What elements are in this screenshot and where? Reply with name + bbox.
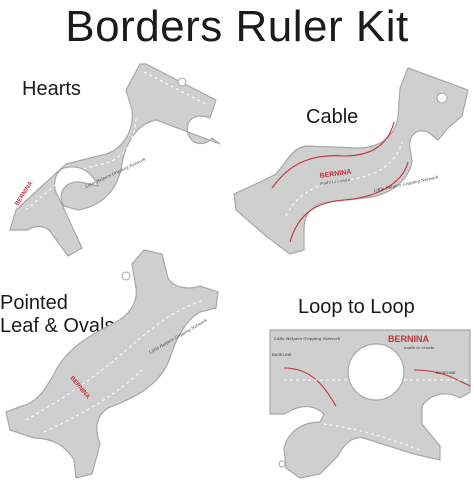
cable-red-line-1 — [271, 121, 395, 189]
hearts-hang-hole — [177, 77, 187, 87]
pointed-leaf-ruler-plate — [5, 249, 219, 479]
loop-to-loop-label: Loop to Loop — [298, 296, 415, 318]
pointed-leaf-guide-dashes — [25, 299, 205, 421]
loop-baseline-label-a: BASELINE — [272, 352, 292, 357]
pointed-leaf-ovals-label: Pointed Leaf & Ovals — [0, 292, 115, 338]
loop-hang-hole — [278, 460, 286, 468]
pointed-leaf-ruler-image: BERNINA Little Helpers Gripping Network — [5, 249, 219, 479]
hearts-ruler-plate — [9, 63, 221, 257]
pointed-label-line2: Leaf & Ovals — [0, 315, 115, 337]
cable-brand: BERNINA — [319, 169, 352, 180]
hearts-guide-dashes — [25, 115, 137, 211]
cable-hang-hole — [436, 92, 448, 104]
cable-guide-dashes — [285, 141, 403, 217]
loop-tagline: made to create — [404, 345, 435, 350]
loop-brand: BERNINA — [388, 334, 430, 344]
pointed-leaf-hang-hole — [121, 271, 131, 281]
loop-red-line-2 — [413, 369, 471, 387]
hearts-ruler-image: BERNINA Little Helpers Gripping Network — [9, 63, 221, 257]
cable-ruler-image: BERNINA made to create Little Helpers Gr… — [233, 67, 469, 255]
cable-tagline: made to create — [319, 177, 351, 186]
loop-to-loop-ruler-image: BERNINA made to create Little Helpers Gr… — [269, 329, 471, 479]
cable-ruler-plate — [233, 67, 469, 255]
loop-baseline-label-b: BASELINE — [436, 370, 456, 375]
hearts-label: Hearts — [22, 78, 81, 100]
page-title: Borders Ruler Kit — [65, 2, 409, 51]
loop-center-cutout — [347, 343, 405, 401]
cable-label: Cable — [306, 106, 359, 128]
cable-red-line-2 — [289, 161, 409, 243]
loop-to-loop-ruler-plate — [269, 329, 471, 479]
pointed-label-line1: Pointed — [0, 292, 68, 314]
loop-red-line-1 — [283, 367, 337, 407]
loop-grip-text: Little Helpers Gripping Network — [273, 336, 341, 341]
pointed-leaf-guide-dashes-2 — [43, 367, 145, 433]
